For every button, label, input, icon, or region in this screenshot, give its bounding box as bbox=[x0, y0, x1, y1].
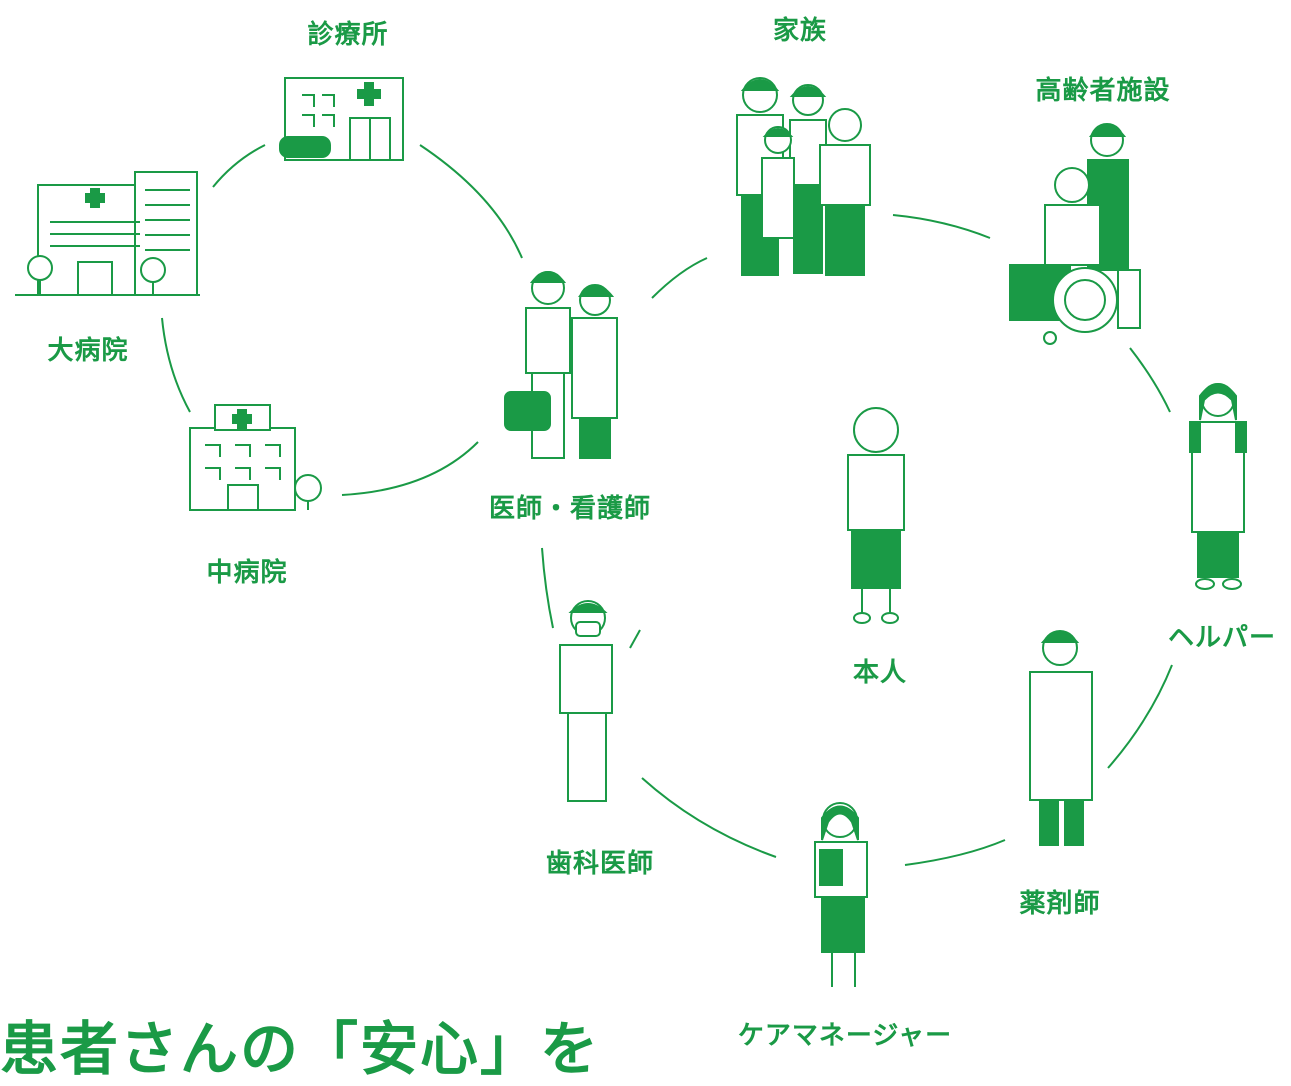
care-manager-label: ケアマネージャー bbox=[737, 1021, 953, 1051]
family-label: 家族 bbox=[772, 16, 828, 46]
elderly-facility-icon bbox=[1009, 123, 1141, 345]
pharmacist-icon bbox=[1029, 630, 1093, 846]
dentist-label: 歯科医師 bbox=[545, 849, 655, 879]
large-hospital-icon bbox=[15, 171, 200, 296]
elderly-facility-label: 高齢者施設 bbox=[1035, 76, 1171, 106]
connector-lines bbox=[161, 144, 1173, 866]
medium-hospital-label: 中病院 bbox=[206, 558, 288, 588]
large-hospital-label: 大病院 bbox=[47, 336, 129, 366]
family-icon bbox=[736, 77, 871, 276]
care-manager-icon bbox=[814, 802, 868, 987]
doctor-nurse-icon bbox=[504, 271, 618, 459]
care-network-diagram bbox=[15, 77, 1247, 987]
headline: 患者さんの「安心」を bbox=[0, 1015, 601, 1083]
dentist-icon bbox=[559, 600, 641, 802]
medium-hospital-icon bbox=[189, 404, 322, 511]
patient-label: 本人 bbox=[852, 658, 908, 688]
doctor-nurse-label: 医師・看護師 bbox=[488, 494, 652, 524]
clinic-icon bbox=[279, 77, 404, 161]
patient-icon bbox=[847, 407, 905, 624]
pharmacist-label: 薬剤師 bbox=[1019, 889, 1101, 919]
clinic-label: 診療所 bbox=[307, 20, 389, 50]
helper-label: ヘルパー bbox=[1167, 623, 1277, 653]
helper-icon bbox=[1189, 383, 1247, 590]
